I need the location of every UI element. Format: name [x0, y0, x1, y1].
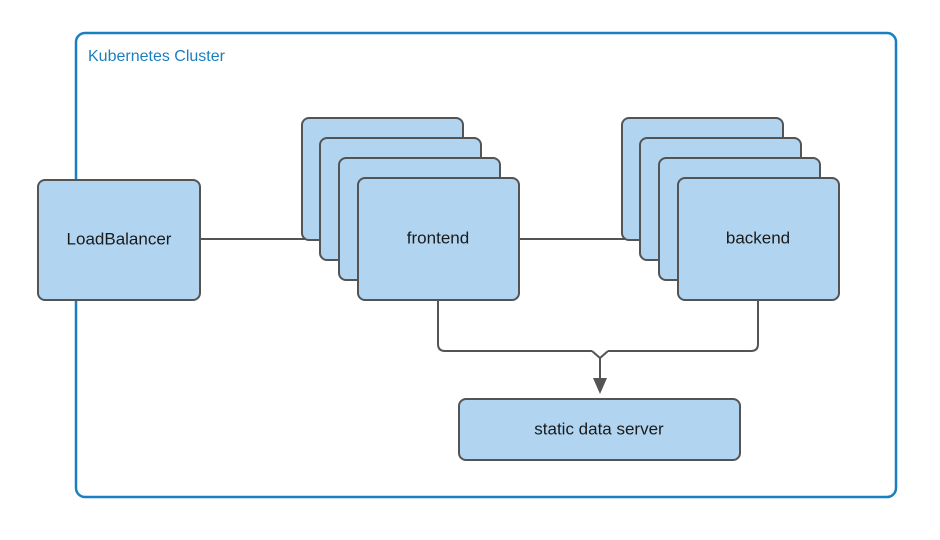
edge-junction-to-static-data-server [591, 350, 609, 394]
node-loadbalancer[interactable]: LoadBalancer [37, 179, 201, 301]
static-data-server-label: static data server [534, 419, 664, 438]
static-data-server-box[interactable] [458, 398, 741, 461]
node-static-data-server[interactable]: static data server [458, 398, 741, 461]
edge-backend-to-static-data-server [608, 300, 759, 352]
frontend-label: frontend [407, 228, 469, 247]
cluster-title: Kubernetes Cluster [88, 48, 226, 65]
node-backend-stack[interactable]: backend [621, 117, 840, 301]
arrowhead-icon [593, 378, 607, 394]
backend-label: backend [726, 228, 790, 247]
loadbalancer-label: LoadBalancer [67, 229, 172, 248]
edge-frontend-to-static-data-server [437, 300, 592, 352]
loadbalancer-box[interactable] [37, 179, 201, 301]
node-frontend-stack[interactable]: frontend [301, 117, 520, 301]
